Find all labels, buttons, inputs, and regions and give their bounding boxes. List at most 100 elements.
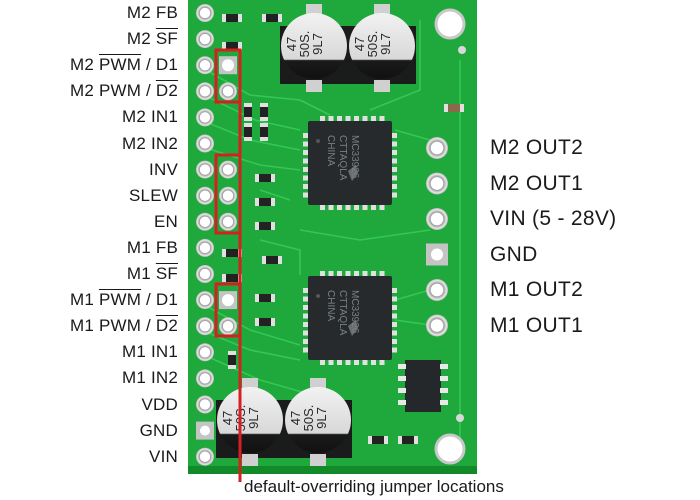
overline-text: SF — [155, 29, 178, 49]
pin-text: IN1 — [150, 107, 178, 127]
electrolytic-capacitor: 4750S.9L7 — [284, 378, 352, 466]
smd-resistor — [244, 123, 252, 141]
pin-text: INV — [149, 159, 178, 179]
pad-hole — [431, 248, 443, 261]
right-pin-label: M1 OUT2 — [490, 278, 584, 301]
left-pin-label: M2 IN2 — [122, 134, 178, 154]
left-pin-label: EN — [154, 212, 178, 232]
output-pad — [426, 172, 448, 195]
pin-text: SLEW — [129, 185, 178, 205]
pin-text: VIN — [149, 446, 178, 466]
header-pad — [196, 4, 214, 22]
electrolytic-capacitor: 4750S.9L7 — [280, 4, 348, 92]
left-pin-label: M1 IN1 — [122, 342, 178, 362]
header-pad — [196, 265, 214, 283]
output-pad — [426, 279, 448, 301]
header-pad — [196, 82, 214, 101]
left-pin-label: SLEW — [129, 186, 178, 206]
smd-resistor — [398, 436, 418, 444]
right-pin-label: GND — [490, 242, 538, 266]
pin-text: M1 — [126, 237, 156, 257]
motor-driver-chip: MC33926CTTAQLACHINA — [303, 116, 397, 210]
pin-text: IN1 — [150, 342, 178, 362]
smd-resistor — [222, 42, 242, 50]
motor-driver-chip: MC33926CTTAQLACHINA — [303, 271, 397, 365]
pin-text: M1 — [121, 342, 151, 362]
left-pin-label: GND — [140, 421, 178, 441]
mounting-hole-bottom — [434, 433, 466, 465]
header-pad — [196, 343, 214, 362]
pin-text: VDD — [141, 394, 178, 414]
pin-text: / D1 — [141, 290, 178, 310]
pin-text: M1 PWM / — [70, 316, 156, 336]
smd-resistor — [244, 103, 252, 121]
header-pad — [196, 447, 214, 466]
header-pad — [196, 30, 214, 49]
left-pin-label: M1 IN2 — [122, 368, 178, 388]
left-pin-label: M2 PWM / D2 — [70, 81, 178, 101]
header-pad — [196, 317, 214, 336]
left-pin-label: INV — [149, 160, 178, 180]
smd-resistor — [228, 351, 236, 369]
overline-text: D2 — [155, 316, 178, 336]
header-pad — [196, 160, 214, 179]
pin-text: GND — [139, 420, 178, 440]
soic-chip — [398, 360, 448, 412]
left-pin-label: M1 PWM / D1 — [70, 290, 178, 310]
pin-text: M2 — [121, 107, 151, 127]
jumper-pad — [222, 59, 234, 72]
smd-resistor — [255, 174, 275, 182]
pin-text: M2 — [69, 55, 99, 75]
pin-text: IN2 — [150, 368, 178, 388]
smd-resistor — [262, 14, 282, 22]
overline-text: PWM — [98, 55, 142, 75]
mounting-hole-top — [434, 8, 466, 40]
pin-text: FB — [155, 3, 178, 22]
header-pad — [196, 238, 214, 257]
smd-components — [222, 14, 464, 444]
header-pad — [196, 134, 214, 153]
right-pin-label: VIN (5 - 28V) — [490, 207, 617, 230]
electrolytic-capacitor: 4750S.9L7 — [348, 4, 416, 92]
smd-resistor — [255, 198, 275, 206]
left-pin-label: VDD — [142, 395, 179, 415]
smd-resistor — [368, 436, 388, 444]
electrolytic-capacitor: 4750S.9L7 — [216, 378, 284, 466]
smd-resistor — [222, 274, 242, 282]
left-pin-label: M1 FB — [127, 238, 178, 258]
output-pad — [426, 314, 448, 337]
chip-marking: MC33926CTTAQLACHINA — [325, 290, 360, 336]
pin-text: M2 — [126, 3, 156, 22]
pin-text: M1 — [121, 368, 151, 388]
smd-resistor — [444, 104, 464, 112]
pin-text: M1 — [126, 264, 156, 283]
smd-resistor — [255, 222, 275, 230]
smd-resistor — [260, 123, 268, 141]
header-pad — [196, 291, 214, 310]
pin-text: M2 — [121, 133, 151, 153]
jumper-pad — [222, 294, 234, 307]
capacitor-marking: 4750S.9L7 — [284, 31, 325, 58]
pin-text: FB — [155, 237, 178, 257]
overline-text: D2 — [155, 81, 178, 101]
pad-hole — [200, 425, 210, 436]
right-pin-label: M1 OUT1 — [490, 313, 584, 337]
pin-text: / D1 — [141, 55, 178, 75]
header-pad — [196, 395, 214, 414]
jumper-pad — [219, 160, 237, 179]
overline-text: PWM — [98, 290, 142, 310]
left-pin-label: M2 FB — [127, 3, 178, 23]
pcb-edge-shade — [188, 466, 477, 474]
left-pin-label: M1 PWM / D2 — [70, 316, 178, 336]
smd-resistor — [260, 103, 268, 121]
pin-text: EN — [153, 211, 178, 231]
chip-marking: MC33926CTTAQLACHINA — [325, 135, 360, 181]
smd-resistor — [255, 294, 275, 302]
output-pad — [426, 208, 448, 230]
jumper-pad — [219, 82, 237, 101]
right-pin-label: M2 OUT1 — [490, 171, 584, 195]
left-pin-label: M2 PWM / D1 — [70, 55, 178, 75]
smd-resistor — [222, 249, 242, 257]
header-pad — [196, 186, 214, 205]
